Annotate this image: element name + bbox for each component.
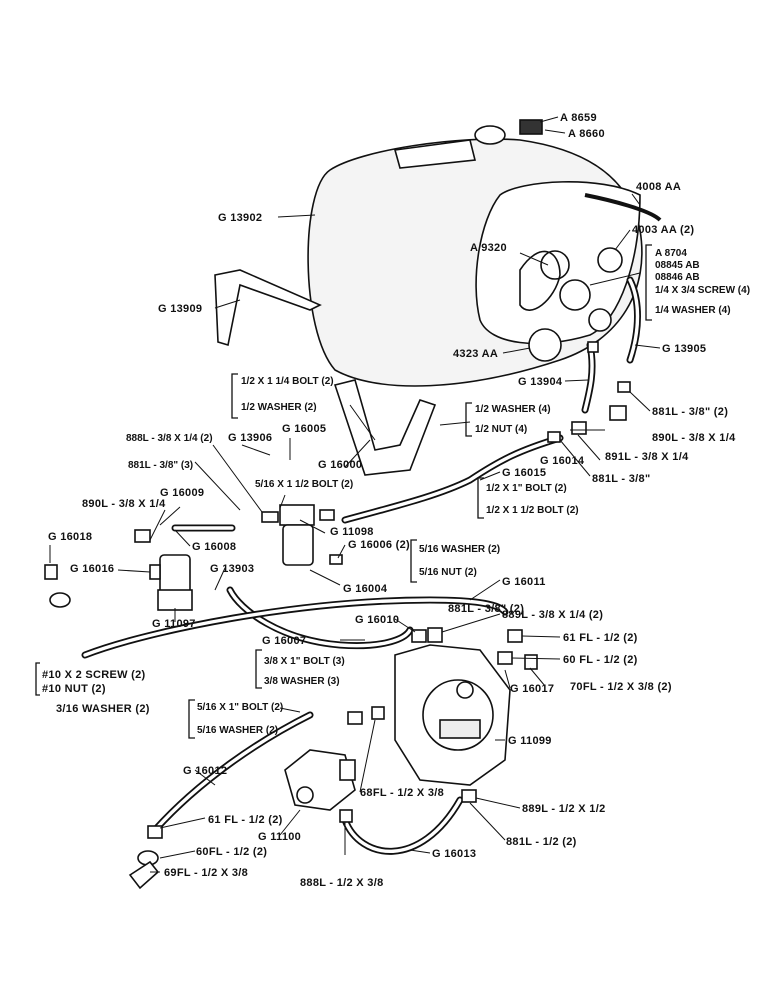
label-bolt-516: 5/16 X 1 1/2 BOLT (2) [255, 479, 353, 490]
label-g11098: G 11098 [330, 526, 374, 538]
label-g16009: G 16009 [160, 487, 204, 499]
label-4008aa: 4008 AA [636, 181, 681, 193]
label-screw-quarter: 1/4 X 3/4 SCREW (4) [655, 285, 750, 296]
carburetor [284, 749, 356, 811]
label-g16000: G 16000 [318, 459, 362, 471]
label-g16013: G 16013 [432, 848, 476, 860]
label-bolt-half-2: 1/2 X 1 1/4 BOLT (2) [241, 376, 334, 387]
label-g16010: G 16010 [355, 614, 399, 626]
label-g16012: G 16012 [183, 765, 227, 777]
label-889l-b: 889L - 1/2 X 1/2 [522, 803, 605, 815]
label-g16014: G 16014 [540, 455, 585, 467]
label-890l-b: 890L - 3/8 X 1/4 [82, 498, 166, 510]
label-washer-quarter: 1/4 WASHER (4) [655, 305, 731, 316]
label-61fl-b: 61 FL - 1/2 (2) [208, 814, 283, 826]
label-a8660: A 8660 [568, 128, 605, 140]
label-screw-10x2: #10 X 2 SCREW (2) [42, 669, 146, 681]
label-bolt-half-1: 1/2 X 1" BOLT (2) [486, 483, 567, 494]
fuel-pump [149, 554, 193, 611]
label-881l-half: 881L - 1/2 (2) [506, 836, 577, 848]
label-68fl: 68FL - 1/2 X 3/8 [360, 787, 444, 799]
label-08845ab: 08845 AB [655, 260, 700, 271]
label-4323aa: 4323 AA [453, 348, 498, 360]
label-washer-half-2: 1/2 WASHER (2) [241, 402, 317, 413]
label-g13906: G 13906 [228, 432, 272, 444]
leader-lines [49, 116, 661, 873]
label-60fl-a: 60 FL - 1/2 (2) [563, 654, 638, 666]
label-g16017: G 16017 [510, 683, 554, 695]
label-g16016: G 16016 [70, 563, 114, 575]
label-g11099: G 11099 [508, 735, 552, 747]
label-69fl: 69FL - 1/2 X 3/8 [164, 867, 248, 879]
label-g13905: G 13905 [662, 343, 706, 355]
label-g13903: G 13903 [210, 563, 254, 575]
label-891l: 891L - 3/8 X 1/4 [605, 451, 689, 463]
label-washer-38: 3/8 WASHER (3) [264, 676, 340, 687]
label-60fl-b: 60FL - 1/2 (2) [196, 846, 267, 858]
part-labels: A 8659 A 8660 4008 AA G 13902 4003 AA (2… [42, 112, 750, 889]
label-bolt-516-b: 5/16 X 1" BOLT (2) [197, 702, 283, 713]
label-washer-half-4: 1/2 WASHER (4) [475, 404, 551, 415]
label-g16007: G 16007 [262, 635, 306, 647]
label-g16006: G 16006 (2) [348, 539, 410, 551]
fittings [44, 341, 631, 890]
label-70fl: 70FL - 1/2 X 3/8 (2) [570, 681, 672, 693]
label-g16005: G 16005 [282, 423, 326, 435]
label-890l-a: 890L - 3/8 X 1/4 [652, 432, 736, 444]
label-g16015: G 16015 [502, 467, 546, 479]
label-888l-a: 888L - 3/8 X 1/4 (2) [126, 433, 213, 444]
label-bolt-half-15: 1/2 X 1 1/2 BOLT (2) [486, 505, 579, 516]
label-washer-516: 5/16 WASHER (2) [419, 544, 500, 555]
label-4003aa: 4003 AA (2) [632, 224, 694, 236]
label-bolt-38: 3/8 X 1" BOLT (3) [264, 656, 345, 667]
grouping-brackets [35, 244, 652, 739]
label-washer-316: 3/16 WASHER (2) [56, 703, 150, 715]
vaporizer-regulator [394, 644, 511, 786]
label-889l-a: 889L - 3/8 X 1/4 (2) [502, 609, 603, 621]
support-bracket [214, 269, 322, 347]
label-888l-b: 888L - 1/2 X 3/8 [300, 877, 383, 889]
label-881l-38: 881L - 3/8" [592, 473, 650, 485]
label-g11100: G 11100 [258, 831, 301, 843]
label-nut-half-4: 1/2 NUT (4) [475, 424, 527, 435]
label-g16011: G 16011 [502, 576, 546, 588]
label-g16018: G 16018 [48, 531, 92, 543]
label-881l-38-b: 881L - 3/8" (2) [448, 603, 524, 615]
label-g13909: G 13909 [158, 303, 202, 315]
label-washer-516-b: 5/16 WASHER (2) [197, 725, 278, 736]
label-61fl-a: 61 FL - 1/2 (2) [563, 632, 638, 644]
label-881l-38-2: 881L - 3/8" (2) [652, 406, 728, 418]
label-g16004: G 16004 [343, 583, 388, 595]
label-nut-516: 5/16 NUT (2) [419, 567, 477, 578]
label-08846ab: 08846 AB [655, 272, 700, 283]
label-nut-10: #10 NUT (2) [42, 683, 106, 695]
label-881l-3: 881L - 3/8" (3) [128, 460, 193, 471]
label-a8704: A 8704 [655, 248, 687, 259]
label-a8659: A 8659 [560, 112, 597, 124]
label-g16008: G 16008 [192, 541, 236, 553]
label-a9320: A 9320 [470, 242, 507, 254]
fuel-tank [307, 119, 662, 387]
label-g13902: G 13902 [218, 212, 262, 224]
label-g13904: G 13904 [518, 376, 563, 388]
label-g11097: G 11097 [152, 618, 196, 630]
fuel-filter [261, 504, 315, 566]
